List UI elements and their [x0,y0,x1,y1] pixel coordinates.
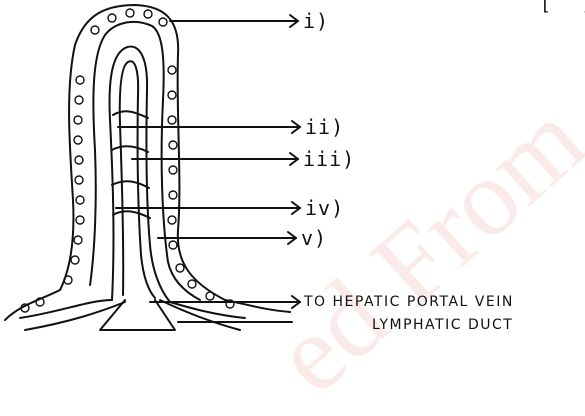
corner-mark: [ ] [540,0,585,14]
cell [76,216,84,224]
capillary-band-1 [113,111,148,118]
cell [126,9,134,17]
capillary-band-4 [113,211,150,218]
cell [168,66,176,74]
cell [144,10,152,18]
cell [75,156,83,164]
cell [169,241,177,249]
cell [188,280,196,288]
capillary-band-3 [112,181,149,188]
cell [75,176,83,184]
cell [206,292,214,300]
caption-hepatic-portal-vein: TO HEPATIC PORTAL VEIN [304,295,514,309]
cell [168,116,176,124]
cell [159,18,167,26]
cell [168,216,176,224]
label-v: v) [301,228,327,248]
cell [108,14,116,22]
cell [169,166,177,174]
cell [74,136,82,144]
caption-lymphatic-duct: LYMPHATIC DUCT [372,318,513,332]
cell [76,196,84,204]
cell [74,236,82,244]
villus-diagram: ed From [0,0,585,344]
lacteal-inner [120,61,155,298]
cell [169,191,177,199]
cell [71,256,79,264]
cell [91,26,99,34]
cell [169,141,177,149]
cell [74,116,82,124]
capillary-band-2 [112,146,148,152]
villus-outer-wall [60,5,225,300]
cell [176,264,184,272]
label-ii: ii) [305,117,344,137]
villus-drawing [0,0,585,344]
cell [75,96,83,104]
label-i: i) [303,11,329,31]
base-triangle [100,300,175,330]
label-iv: iv) [305,198,344,218]
label-iii: iii) [303,149,355,169]
cell [168,91,176,99]
cell [76,76,84,84]
